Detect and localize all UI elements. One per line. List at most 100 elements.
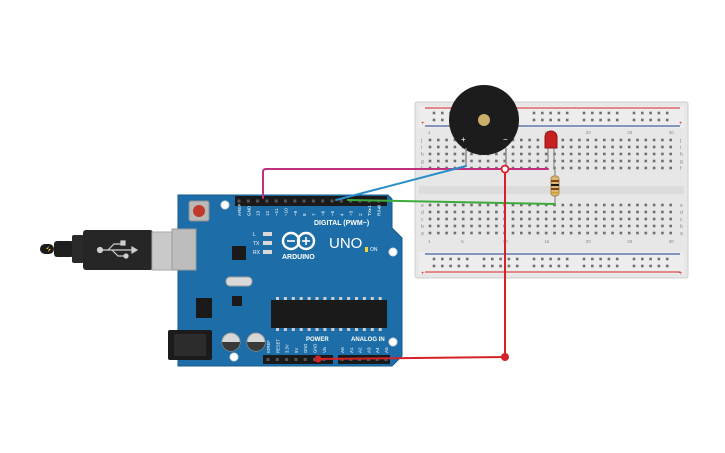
- usb-cable[interactable]: [40, 230, 189, 271]
- rail-hole[interactable]: [615, 257, 619, 261]
- breadboard-hole[interactable]: [644, 166, 648, 170]
- breadboard-hole[interactable]: [627, 145, 631, 149]
- breadboard-hole[interactable]: [619, 166, 623, 170]
- rail-hole[interactable]: [599, 257, 602, 261]
- breadboard-hole[interactable]: [495, 231, 498, 235]
- breadboard-hole[interactable]: [619, 210, 623, 214]
- rail-hole[interactable]: [557, 118, 561, 122]
- breadboard-hole[interactable]: [619, 138, 623, 142]
- breadboard-hole[interactable]: [544, 203, 548, 207]
- breadboard-hole[interactable]: [619, 217, 623, 221]
- breadboard-hole[interactable]: [644, 224, 648, 228]
- rail-hole[interactable]: [632, 264, 636, 268]
- rail-hole[interactable]: [649, 111, 652, 115]
- digital-header[interactable]: [235, 196, 387, 206]
- breadboard-hole[interactable]: [445, 217, 448, 221]
- rail-hole[interactable]: [632, 257, 636, 261]
- breadboard-hole[interactable]: [594, 203, 598, 207]
- rail-hole[interactable]: [657, 111, 661, 115]
- breadboard-hole[interactable]: [561, 231, 565, 235]
- breadboard-hole[interactable]: [544, 231, 548, 235]
- breadboard-hole[interactable]: [536, 159, 540, 163]
- digital-pin[interactable]: [311, 199, 315, 203]
- breadboard-hole[interactable]: [611, 231, 614, 235]
- rail-hole[interactable]: [432, 257, 436, 261]
- breadboard-hole[interactable]: [619, 224, 623, 228]
- breadboard-hole[interactable]: [495, 217, 498, 221]
- breadboard-hole[interactable]: [652, 217, 656, 221]
- rail-hole[interactable]: [541, 257, 544, 261]
- breadboard-hole[interactable]: [503, 159, 506, 163]
- power-header[interactable]: [263, 355, 333, 364]
- breadboard-hole[interactable]: [520, 231, 523, 235]
- breadboard-hole[interactable]: [470, 224, 473, 228]
- wire-red-bend-point[interactable]: [501, 353, 509, 361]
- piezo-buzzer[interactable]: + −: [449, 85, 519, 168]
- rail-hole[interactable]: [432, 264, 436, 268]
- breadboard-hole[interactable]: [611, 159, 614, 163]
- rail-hole[interactable]: [607, 257, 611, 261]
- breadboard-hole[interactable]: [445, 210, 448, 214]
- breadboard-hole[interactable]: [644, 210, 648, 214]
- rail-hole[interactable]: [599, 111, 602, 115]
- breadboard-hole[interactable]: [652, 210, 656, 214]
- breadboard-hole[interactable]: [661, 152, 664, 156]
- breadboard-hole[interactable]: [661, 166, 664, 170]
- breadboard-hole[interactable]: [644, 231, 648, 235]
- breadboard-hole[interactable]: [453, 145, 457, 149]
- breadboard-hole[interactable]: [669, 217, 672, 221]
- breadboard-hole[interactable]: [661, 224, 664, 228]
- breadboard-hole[interactable]: [503, 152, 506, 156]
- breadboard-hole[interactable]: [528, 231, 531, 235]
- breadboard-hole[interactable]: [569, 159, 573, 163]
- breadboard-hole[interactable]: [669, 166, 672, 170]
- rail-hole[interactable]: [532, 118, 536, 122]
- breadboard-hole[interactable]: [669, 224, 672, 228]
- rail-hole[interactable]: [582, 257, 586, 261]
- breadboard-hole[interactable]: [544, 224, 548, 228]
- rail-hole[interactable]: [591, 118, 594, 122]
- breadboard-hole[interactable]: [578, 159, 581, 163]
- breadboard-hole[interactable]: [520, 203, 523, 207]
- breadboard-hole[interactable]: [520, 224, 523, 228]
- breadboard-hole[interactable]: [569, 224, 573, 228]
- digital-pin[interactable]: [265, 199, 269, 203]
- digital-pin[interactable]: [330, 199, 334, 203]
- breadboard-hole[interactable]: [511, 152, 515, 156]
- breadboard-hole[interactable]: [561, 210, 565, 214]
- breadboard-hole[interactable]: [461, 224, 465, 228]
- breadboard-hole[interactable]: [445, 152, 448, 156]
- breadboard-hole[interactable]: [453, 159, 457, 163]
- rail-hole[interactable]: [432, 111, 436, 115]
- breadboard-hole[interactable]: [520, 138, 523, 142]
- rail-hole[interactable]: [557, 264, 561, 268]
- breadboard-hole[interactable]: [652, 152, 656, 156]
- wire-red-endpoint-bottom[interactable]: [314, 355, 322, 363]
- breadboard-hole[interactable]: [636, 210, 639, 214]
- rail-hole[interactable]: [549, 257, 552, 261]
- breadboard-hole[interactable]: [661, 217, 664, 221]
- breadboard-hole[interactable]: [661, 231, 664, 235]
- breadboard-hole[interactable]: [445, 159, 448, 163]
- breadboard-hole[interactable]: [569, 217, 573, 221]
- breadboard-hole[interactable]: [461, 203, 465, 207]
- breadboard-hole[interactable]: [544, 217, 548, 221]
- breadboard-hole[interactable]: [520, 145, 523, 149]
- breadboard-hole[interactable]: [544, 159, 548, 163]
- breadboard-hole[interactable]: [636, 166, 639, 170]
- breadboard-hole[interactable]: [437, 231, 440, 235]
- breadboard-hole[interactable]: [511, 159, 515, 163]
- breadboard-hole[interactable]: [528, 210, 531, 214]
- breadboard-hole[interactable]: [578, 217, 581, 221]
- breadboard-hole[interactable]: [561, 145, 565, 149]
- breadboard-hole[interactable]: [536, 152, 540, 156]
- rail-hole[interactable]: [441, 118, 444, 122]
- breadboard-hole[interactable]: [594, 210, 598, 214]
- breadboard-hole[interactable]: [636, 145, 639, 149]
- breadboard-hole[interactable]: [586, 203, 589, 207]
- rail-hole[interactable]: [449, 257, 452, 261]
- rail-hole[interactable]: [565, 264, 569, 268]
- breadboard-hole[interactable]: [445, 231, 448, 235]
- breadboard-hole[interactable]: [528, 138, 531, 142]
